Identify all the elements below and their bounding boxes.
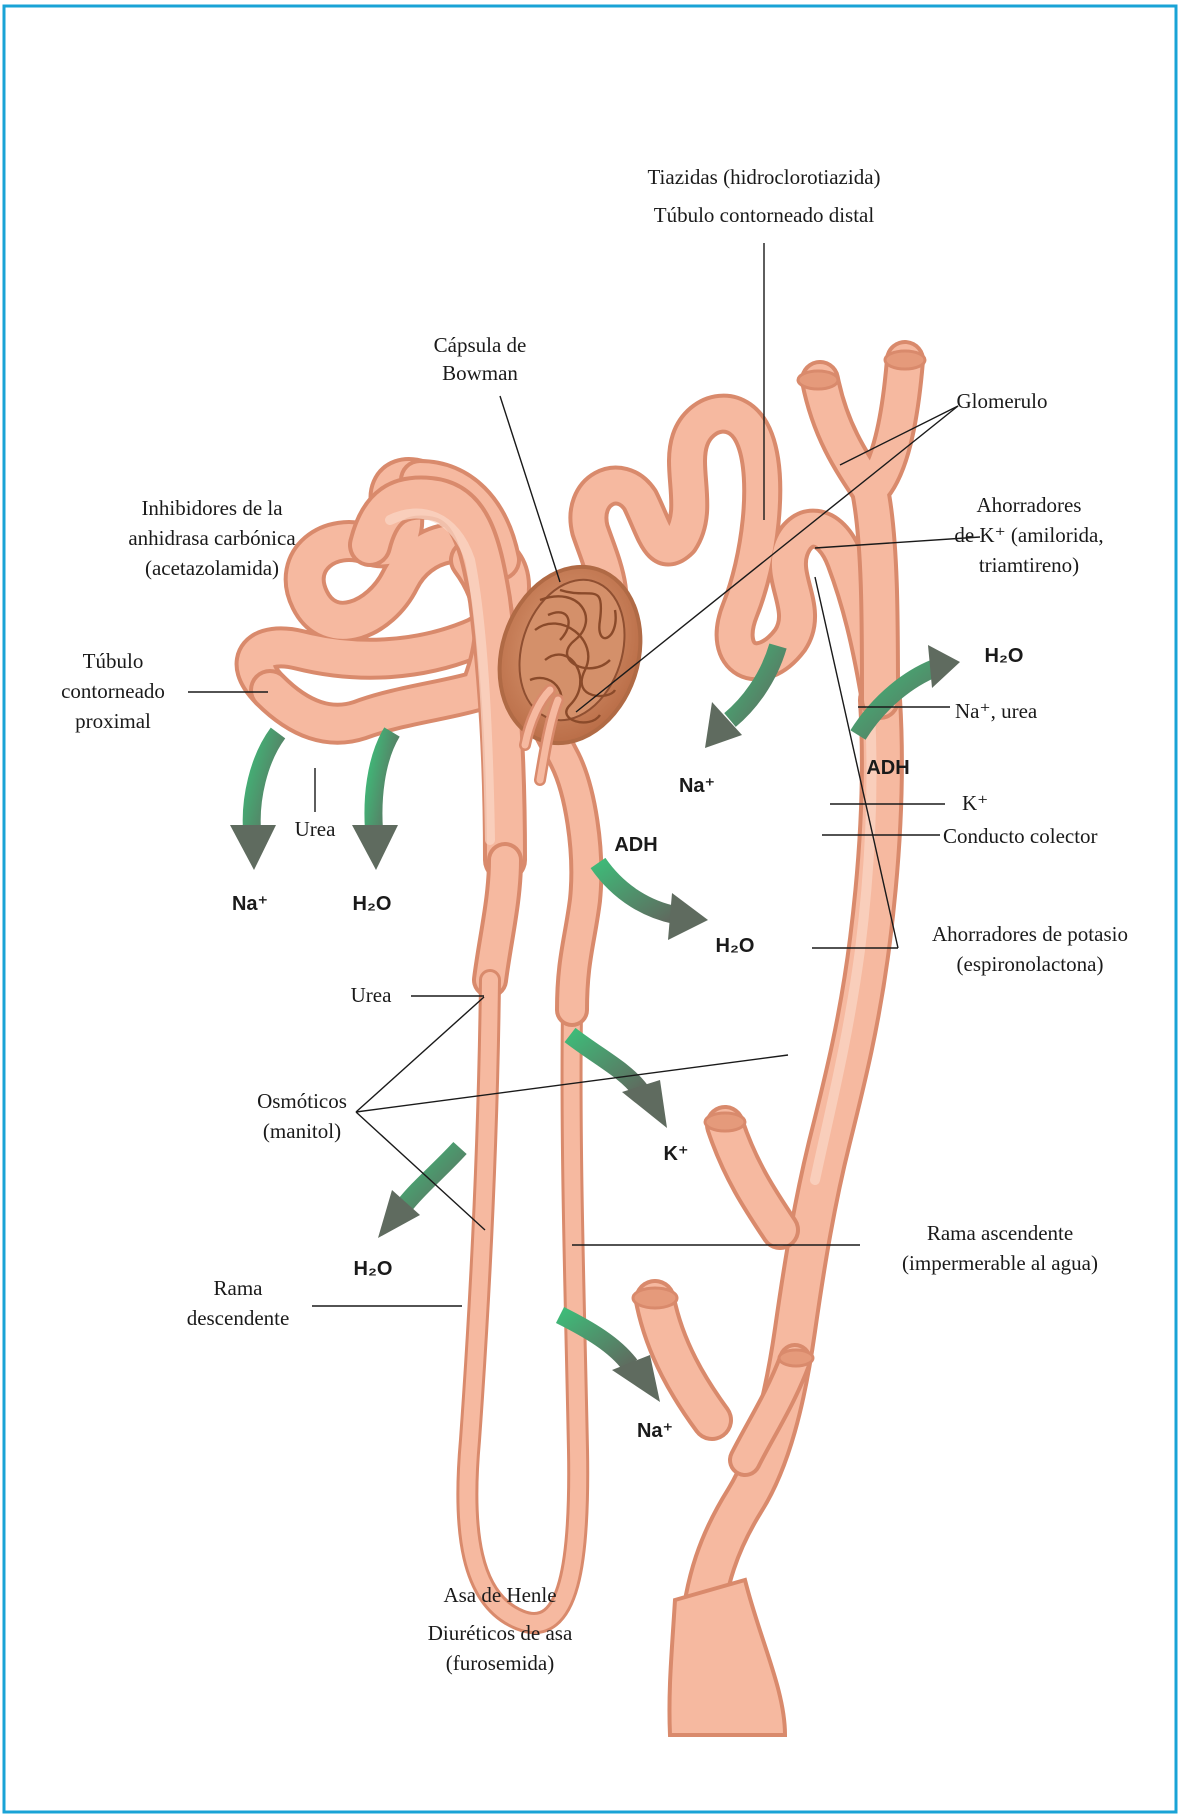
label-k: K⁺ — [962, 791, 988, 815]
label-asa: Asa de Henle — [443, 1583, 556, 1607]
label-glomerulo: Glomerulo — [957, 389, 1048, 413]
label-diureticos: Diuréticos de asa — [428, 1621, 573, 1645]
label-ahorr-k-3: triamtireno) — [979, 553, 1079, 577]
ion-na-ascending: Na⁺ — [637, 1420, 673, 1442]
duct-opening-mid — [705, 1113, 745, 1131]
leader-osmoticos-1 — [356, 997, 484, 1112]
label-ahorr-k-2: de K⁺ (amilorida, — [954, 523, 1103, 547]
ion-labels: Na⁺ H₂O Na⁺ H₂O ADH ADH H₂O K⁺ H₂O Na⁺ — [232, 645, 1024, 1442]
ion-adh-mid: ADH — [614, 834, 657, 856]
arrow-h2o-mid — [598, 863, 708, 940]
label-inhib-1: Inhibidores de la — [141, 496, 283, 520]
label-rama-desc-2: descendente — [187, 1306, 290, 1330]
ion-h2o-collect: H₂O — [985, 645, 1024, 667]
label-conducto: Conducto colector — [943, 824, 1098, 848]
label-capsula-2: Bowman — [442, 361, 518, 385]
label-rama-asc-2: (impermerable al agua) — [902, 1251, 1098, 1275]
label-rama-desc-1: Rama — [214, 1276, 264, 1300]
label-proximal-1: Túbulo — [83, 649, 144, 673]
ion-h2o-mid: H₂O — [716, 935, 755, 957]
duct-opening-bottom-left — [633, 1288, 677, 1308]
label-proximal-2: contorneado — [61, 679, 165, 703]
label-furosemida: (furosemida) — [446, 1651, 554, 1675]
label-tubulo-distal: Túbulo contorneado distal — [654, 203, 875, 227]
label-osmoticos-2: (manitol) — [263, 1119, 341, 1143]
duct-base — [669, 1580, 785, 1735]
label-ahorr-pot-2: (espironolactona) — [957, 952, 1104, 976]
label-ahorr-k-1: Ahorradores — [977, 493, 1082, 517]
arrow-h2o-proximal — [352, 732, 398, 870]
label-osmoticos-1: Osmóticos — [257, 1089, 347, 1113]
duct-opening-bottom-right — [779, 1350, 813, 1366]
label-urea-henle: Urea — [351, 983, 392, 1007]
label-tiazidas: Tiazidas (hidroclorotiazida) — [647, 165, 880, 189]
label-na-urea: Na⁺, urea — [955, 699, 1038, 723]
label-inhib-2: anhidrasa carbónica — [128, 526, 296, 550]
arrow-h2o-descending — [378, 1148, 460, 1238]
label-capsula-1: Cápsula de — [434, 333, 527, 357]
ion-adh-collect: ADH — [866, 757, 909, 779]
label-rama-asc-1: Rama ascendente — [927, 1221, 1073, 1245]
duct-opening-left — [798, 371, 838, 389]
duct-opening-right — [885, 351, 925, 369]
ion-na-distal: Na⁺ — [679, 775, 715, 797]
leader-osmoticos-3 — [356, 1112, 485, 1230]
ion-h2o-proximal: H₂O — [353, 893, 392, 915]
ion-h2o-descending: H₂O — [354, 1258, 393, 1280]
ion-na-proximal: Na⁺ — [232, 893, 268, 915]
label-ahorr-pot-1: Ahorradores de potasio — [932, 922, 1128, 946]
label-urea-proximal: Urea — [295, 817, 336, 841]
label-proximal-3: proximal — [75, 709, 151, 733]
label-inhib-3: (acetazolamida) — [145, 556, 279, 580]
arrow-na-proximal — [230, 733, 278, 870]
ion-k-mid: K⁺ — [664, 1143, 689, 1165]
